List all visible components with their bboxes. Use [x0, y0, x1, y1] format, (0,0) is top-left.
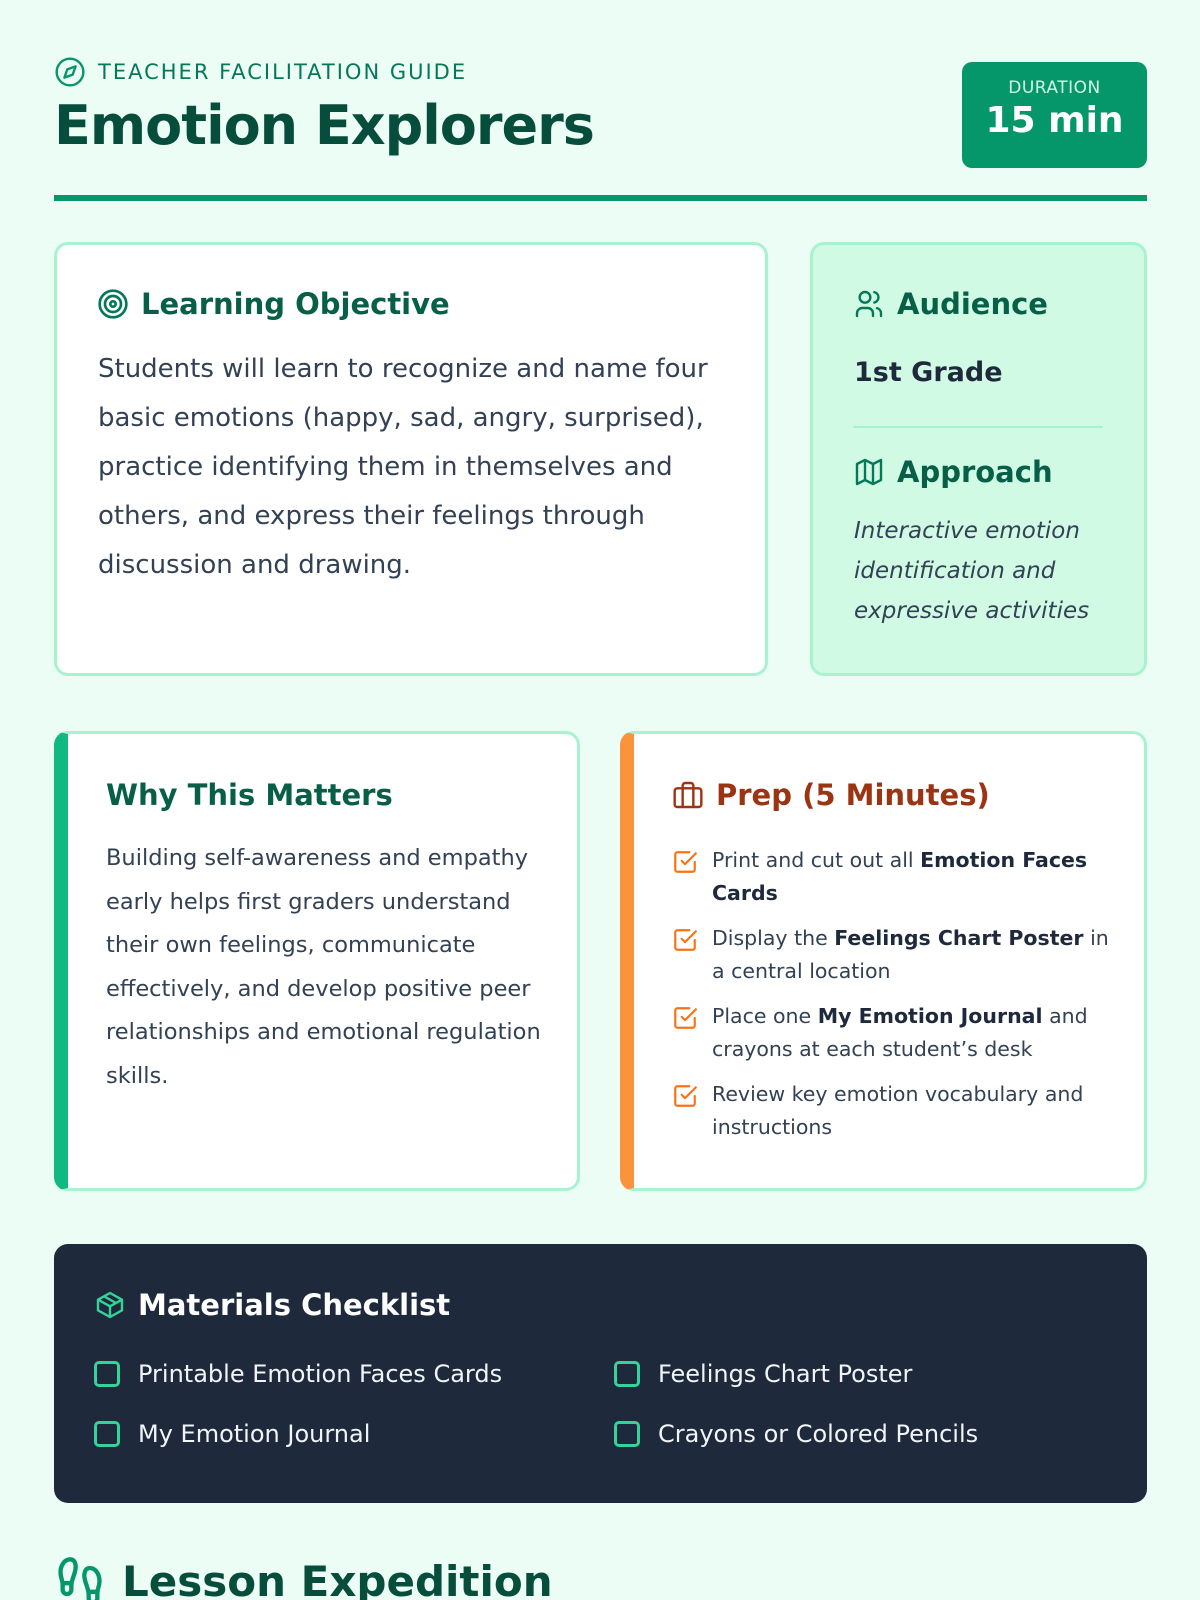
map-icon [855, 458, 883, 486]
material-label: Feelings Chart Poster [658, 1360, 913, 1388]
materials-title: Materials Checklist [138, 1288, 451, 1322]
material-checkbox[interactable] [94, 1421, 120, 1447]
briefcase-icon [673, 781, 703, 809]
check-square-icon [674, 851, 697, 873]
eyebrow-text: TEACHER FACILITATION GUIDE [98, 60, 468, 84]
audience-heading: Audience [853, 287, 1048, 321]
check-square-icon [674, 929, 697, 951]
approach-heading: Approach [853, 455, 1053, 489]
prep-list: Print and cut out all Emotion Faces Card… [672, 844, 1122, 1156]
prep-heading: Prep (5 Minutes) [672, 778, 990, 812]
audience-value: 1st Grade [854, 357, 1003, 388]
compass-icon [55, 57, 85, 87]
material-item[interactable]: Feelings Chart Poster [614, 1360, 1094, 1388]
material-label: My Emotion Journal [138, 1420, 371, 1448]
materials-heading: Materials Checklist [94, 1288, 450, 1322]
prep-title: Prep (5 Minutes) [716, 778, 990, 812]
users-icon [855, 290, 883, 318]
target-icon [98, 289, 128, 319]
objective-title: Learning Objective [141, 287, 450, 321]
page-title: Emotion Explorers [54, 94, 595, 157]
objective-heading: Learning Objective [97, 287, 450, 321]
materials-grid: Printable Emotion Faces Cards Feelings C… [94, 1360, 1104, 1448]
side-divider [853, 426, 1103, 428]
material-checkbox[interactable] [614, 1361, 640, 1387]
audience-title: Audience [897, 287, 1048, 321]
page-header: TEACHER FACILITATION GUIDE Emotion Explo… [54, 52, 1147, 202]
check-square-icon [674, 1007, 697, 1029]
package-icon [96, 1291, 124, 1319]
materials-checklist: Materials Checklist Printable Emotion Fa… [54, 1244, 1147, 1503]
prep-item: Display the Feelings Chart Poster in a c… [672, 922, 1122, 988]
why-this-matters-card: Why This Matters Building self-awareness… [54, 731, 580, 1191]
material-label: Printable Emotion Faces Cards [138, 1360, 503, 1388]
objective-text: Students will learn to recognize and nam… [98, 354, 708, 580]
footprints-icon [58, 1557, 102, 1600]
duration-badge: DURATION 15 min [962, 62, 1147, 168]
prep-card: Prep (5 Minutes) Print and cut out all E… [620, 731, 1147, 1191]
material-checkbox[interactable] [614, 1421, 640, 1447]
check-square-icon [674, 1085, 697, 1107]
prep-item: Place one My Emotion Journal and crayons… [672, 1000, 1122, 1066]
learning-objective-card: Learning Objective Students will learn t… [54, 242, 768, 676]
approach-value: Interactive emotion identification and e… [854, 518, 1090, 624]
why-text: Building self-awareness and empathy earl… [106, 845, 541, 1089]
material-item[interactable]: My Emotion Journal [94, 1420, 614, 1448]
header-divider [54, 195, 1147, 201]
prep-item: Print and cut out all Emotion Faces Card… [672, 844, 1122, 910]
material-checkbox[interactable] [94, 1361, 120, 1387]
why-title: Why This Matters [106, 778, 393, 812]
audience-approach-card: Audience 1st Grade Approach Interactive … [810, 242, 1147, 676]
duration-value: 15 min [985, 100, 1124, 141]
lesson-expedition-heading: Lesson Expedition [54, 1555, 553, 1600]
expedition-title: Lesson Expedition [122, 1556, 553, 1600]
material-label: Crayons or Colored Pencils [658, 1420, 979, 1448]
duration-label: DURATION [1008, 78, 1101, 98]
material-item[interactable]: Printable Emotion Faces Cards [94, 1360, 614, 1388]
prep-item: Review key emotion vocabulary and instru… [672, 1078, 1122, 1144]
guide-eyebrow: TEACHER FACILITATION GUIDE [54, 56, 467, 88]
approach-title: Approach [897, 455, 1053, 489]
material-item[interactable]: Crayons or Colored Pencils [614, 1420, 1094, 1448]
